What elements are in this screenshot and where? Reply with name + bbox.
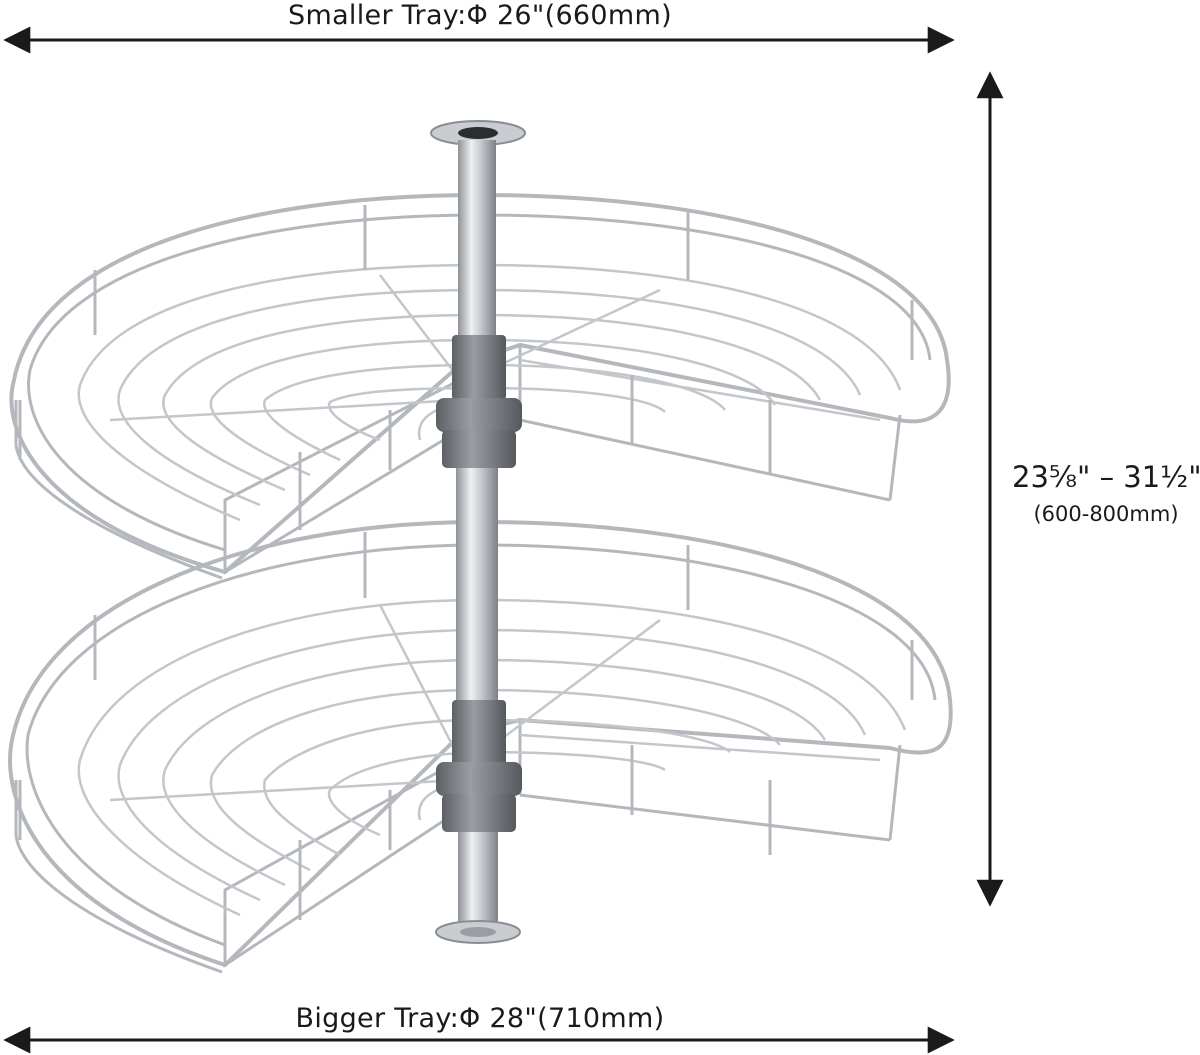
- height-inches: 23⅝" – 31½": [1012, 460, 1200, 494]
- upper-tray: [9, 192, 951, 580]
- height-millimeters: (600-800mm): [1033, 502, 1179, 526]
- center-pole: [430, 120, 526, 944]
- smaller-tray-dimension-label: Smaller Tray:Φ 26"(660mm): [288, 0, 672, 31]
- height-dimension-label: 23⅝" – 31½" (600-800mm): [1012, 460, 1200, 526]
